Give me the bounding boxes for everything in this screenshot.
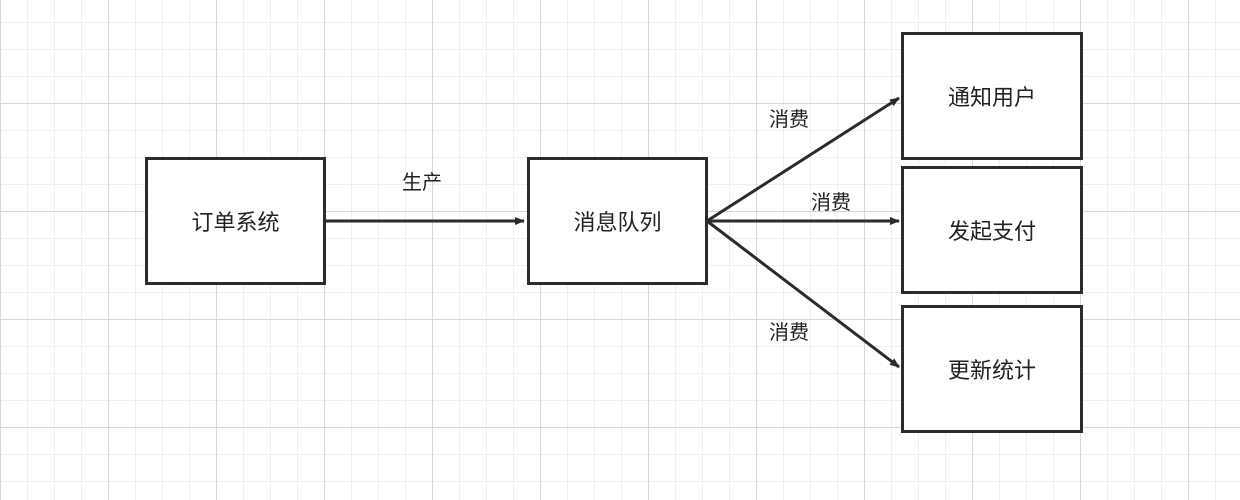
node-notify-user-label: 通知用户 — [947, 86, 1036, 111]
node-update-stats-label: 更新统计 — [947, 359, 1036, 384]
edge-label-consume-stats: 消费 — [769, 320, 809, 344]
node-order-system[interactable]: 订单系统 — [145, 157, 326, 285]
node-initiate-payment-label: 发起支付 — [947, 220, 1036, 245]
edge-label-consume-notify: 消费 — [769, 107, 809, 131]
edge-label-produce: 生产 — [402, 170, 442, 194]
edge-label-consume-payment: 消费 — [811, 190, 851, 214]
node-notify-user[interactable]: 通知用户 — [901, 32, 1083, 160]
node-update-stats[interactable]: 更新统计 — [901, 305, 1083, 433]
edge-queue-to-stats — [706, 219, 900, 369]
node-message-queue[interactable]: 消息队列 — [527, 157, 708, 285]
node-order-system-label: 订单系统 — [191, 211, 280, 236]
edge-queue-to-notify — [706, 96, 900, 223]
node-message-queue-label: 消息队列 — [573, 211, 662, 236]
node-initiate-payment[interactable]: 发起支付 — [901, 166, 1083, 294]
